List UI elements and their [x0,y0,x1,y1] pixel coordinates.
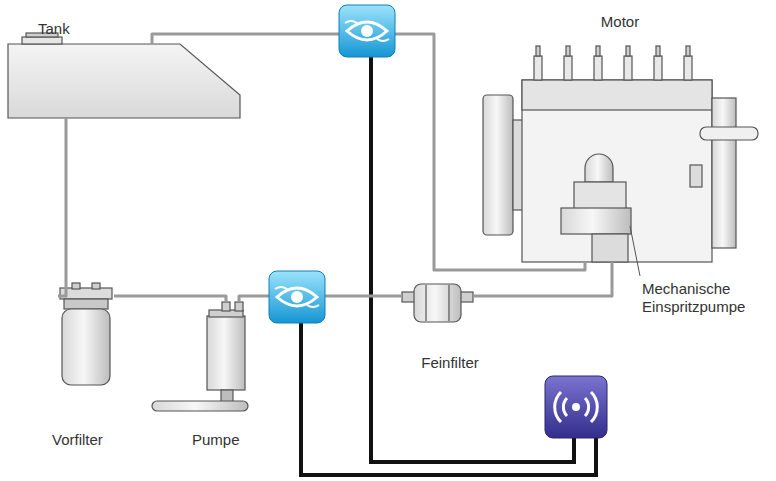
engine-drawing [690,165,702,187]
fine-filter-drawing [402,284,473,322]
transmitter-icon [572,403,580,411]
transmitter-icon [555,392,598,422]
component-area: Feinfilter [402,276,474,322]
fine-filter-drawing [414,284,461,322]
prefilter-drawing [60,288,112,299]
fuel-line [58,118,66,296]
engine-drawing [712,98,736,248]
injector-pipes [564,56,572,80]
component-label: Vorfilter [52,431,103,449]
component-label: Tank [38,20,70,38]
injection-pump-drawing [561,154,631,262]
injector-pipes [656,46,660,56]
injector-pipes [686,46,690,56]
transmitter-icon [545,376,607,438]
engine-drawing [700,127,758,140]
injection-pump-drawing [561,208,631,234]
engine-drawing [483,46,758,262]
injector-pipes [626,46,630,56]
injector-pipes [534,56,542,80]
pump-drawing [222,302,230,311]
engine-drawing [522,80,712,110]
sensor-icon [361,25,373,37]
component-label: Feinfilter [421,354,479,372]
sensor-icon [345,21,389,41]
prefilter-drawing [64,299,108,309]
injector-pipes [566,46,570,56]
component-area: MotorMechanische Einspritzpumpe [480,40,738,262]
pump-drawing [235,302,243,311]
tank-drawing [8,33,240,118]
sensor-icon [269,271,325,323]
component-area: Mechanische Einspritzpumpe [560,152,632,262]
engine-drawing [522,80,712,262]
fuel-line [474,262,612,296]
pump-drawing [152,302,248,411]
fuel-line [152,34,585,270]
injector-pipes [624,56,632,80]
sensor-icon [339,5,395,57]
sensor-icon [269,271,325,323]
injection-pump-drawing [592,234,628,262]
transmitter-icon [545,376,607,438]
component-label: Motor [601,13,639,31]
tank-drawing [22,37,62,44]
fine-filter-drawing [425,285,426,321]
component-area: Vorfilter [58,283,114,385]
injector-pipes [534,46,692,80]
leader-line [630,226,640,276]
pump-drawing [207,316,245,390]
sensor-icon [275,287,319,307]
injector-pipes [596,46,600,56]
injection-pump-drawing [574,182,626,210]
injector-pipes [536,46,540,56]
injector-pipes [594,56,602,80]
sensor-icon [339,5,395,57]
prefilter-drawing [92,283,100,289]
component-area: Pumpe [152,302,248,411]
pump-drawing [221,390,233,402]
leader-line [630,226,640,276]
signal-wire [371,56,574,462]
component-label: Pumpe [192,431,240,449]
component-area: Tank [8,44,240,118]
injector-pipes [684,56,692,80]
sensor-icon [277,288,317,306]
fine-filter-drawing [448,285,449,321]
engine-drawing [483,95,513,235]
fuel-line [114,296,226,302]
prefilter-drawing [72,283,80,289]
sensor-icon [347,22,387,40]
prefilter-drawing [60,283,112,385]
prefilter-drawing [62,309,110,385]
tank-drawing [8,44,240,118]
pump-drawing [152,401,248,411]
injector-pipes [654,56,662,80]
component-label: Mechanische Einspritzpumpe [642,280,766,316]
sensor-icon [291,291,303,303]
injection-pump-drawing [585,154,613,182]
